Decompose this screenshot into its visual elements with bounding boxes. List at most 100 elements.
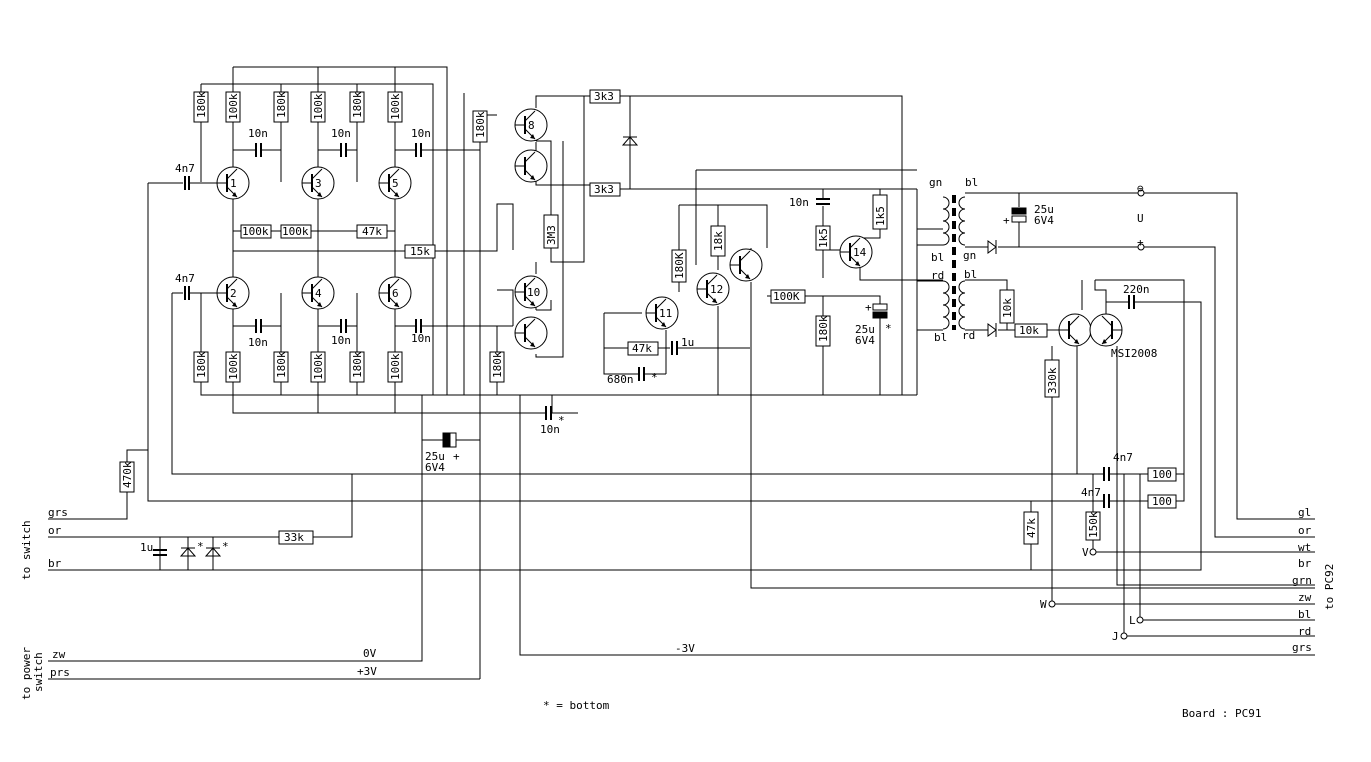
r-180k-j: 180k <box>815 315 831 347</box>
svg-text:180k: 180k <box>275 351 288 378</box>
r-100k-d: 100k <box>225 351 241 383</box>
svg-text:Board : PC91: Board : PC91 <box>1182 707 1261 720</box>
svg-text:180k: 180k <box>817 315 830 342</box>
svg-text:grs: grs <box>1292 641 1312 654</box>
svg-text:4n7: 4n7 <box>1113 451 1133 464</box>
svg-text:*: * <box>651 371 658 384</box>
r-1k5-a: 1k5 <box>815 225 831 251</box>
right-pin-labels: gl or wt br grn zw bl rd grs <box>1292 506 1312 654</box>
svg-text:1u: 1u <box>140 541 153 554</box>
svg-text:6V4: 6V4 <box>425 461 445 474</box>
svg-text:1: 1 <box>230 177 237 190</box>
svg-text:10n: 10n <box>248 127 268 140</box>
r-180k-i: 180K <box>671 249 687 283</box>
svg-text:3k3: 3k3 <box>594 183 614 196</box>
r-100k-h2: 100k <box>280 224 312 239</box>
svg-text:15k: 15k <box>410 245 430 258</box>
svg-text:to switch: to switch <box>20 520 33 580</box>
svg-text:grn: grn <box>1292 574 1312 587</box>
svg-text:180K: 180K <box>673 252 686 279</box>
svg-text:180k: 180k <box>351 351 364 378</box>
r-100k-b: 100k <box>310 91 326 123</box>
svg-text:10n: 10n <box>331 127 351 140</box>
svg-text:gn: gn <box>963 249 976 262</box>
svg-text:180k: 180k <box>474 111 487 138</box>
svg-text:1k5: 1k5 <box>874 206 887 226</box>
svg-text:V: V <box>1082 546 1089 559</box>
svg-text:10n: 10n <box>789 196 809 209</box>
svg-text:or: or <box>1298 524 1312 537</box>
svg-text:L: L <box>1129 614 1136 627</box>
svg-text:6: 6 <box>392 287 399 300</box>
svg-text:3: 3 <box>315 177 322 190</box>
svg-text:0V: 0V <box>363 647 377 660</box>
svg-text:⊖: ⊖ <box>1137 182 1144 195</box>
r-3m3: 3M3 <box>543 214 559 249</box>
svg-text:*: * <box>197 540 204 553</box>
svg-text:gl: gl <box>1298 506 1311 519</box>
svg-text:switch: switch <box>32 652 45 692</box>
r-180k-f: 180k <box>349 351 365 383</box>
svg-text:25u: 25u <box>425 450 445 463</box>
svg-text:6V4: 6V4 <box>855 334 875 347</box>
r-47k-v: 47k <box>1023 511 1039 545</box>
connectors <box>1048 189 1145 640</box>
svg-text:10n: 10n <box>411 127 431 140</box>
svg-text:*: * <box>558 414 565 427</box>
svg-text:-3V: -3V <box>675 642 695 655</box>
svg-text:18k: 18k <box>712 231 725 251</box>
svg-text:2: 2 <box>230 287 237 300</box>
svg-text:+: + <box>1137 236 1144 249</box>
r-1k5-b: 1k5 <box>872 194 888 230</box>
left-pin-labels: grs or br zw prs <box>48 506 70 679</box>
r-10k-v: 10k <box>999 289 1015 324</box>
r-47k-h: 47k <box>356 224 388 239</box>
capacitors <box>153 143 1135 556</box>
svg-text:100k: 100k <box>389 353 402 380</box>
svg-text:5: 5 <box>392 177 399 190</box>
svg-text:1u: 1u <box>681 336 694 349</box>
svg-text:rd: rd <box>1298 625 1311 638</box>
svg-text:grs: grs <box>48 506 68 519</box>
r-100k-h3: 100K <box>770 289 806 304</box>
svg-text:rd: rd <box>962 329 975 342</box>
svg-text:100k: 100k <box>227 93 240 120</box>
r-180k-a: 180k <box>193 91 209 123</box>
svg-text:100: 100 <box>1152 468 1172 481</box>
svg-text:4n7: 4n7 <box>1081 486 1101 499</box>
r-33k: 33k <box>278 530 314 545</box>
svg-text:10n: 10n <box>248 336 268 349</box>
side-labels: to switch to power switch to PC92 <box>20 520 1336 700</box>
svg-text:zw: zw <box>52 648 66 661</box>
transformers <box>942 195 966 330</box>
svg-text:150k: 150k <box>1087 511 1100 538</box>
svg-text:prs: prs <box>50 666 70 679</box>
svg-text:25u: 25u <box>855 323 875 336</box>
svg-text:47k: 47k <box>362 225 382 238</box>
r-3k3-a: 3k3 <box>589 89 621 104</box>
svg-text:1k5: 1k5 <box>817 228 830 248</box>
svg-text:10n: 10n <box>411 332 431 345</box>
svg-text:*: * <box>885 322 892 335</box>
svg-text:14: 14 <box>853 246 867 259</box>
svg-text:680n: 680n <box>607 373 634 386</box>
svg-text:U: U <box>1137 212 1144 225</box>
r-100k-c: 100k <box>387 91 403 123</box>
r-100k-f: 100k <box>387 351 403 383</box>
svg-text:100k: 100k <box>312 353 325 380</box>
svg-text:100: 100 <box>1152 495 1172 508</box>
svg-text:100k: 100k <box>242 225 269 238</box>
svg-text:bl: bl <box>964 268 977 281</box>
wiring <box>48 66 1315 680</box>
svg-text:bl: bl <box>965 176 978 189</box>
svg-text:gn: gn <box>929 176 942 189</box>
svg-text:4n7: 4n7 <box>175 162 195 175</box>
svg-text:br: br <box>1298 557 1312 570</box>
svg-text:10n: 10n <box>331 334 351 347</box>
svg-text:+: + <box>1003 214 1010 227</box>
svg-text:10k: 10k <box>1019 324 1039 337</box>
svg-text:bl: bl <box>934 331 947 344</box>
r-470k: 470k <box>119 461 135 493</box>
r-47k-h2: 47k <box>627 341 659 356</box>
